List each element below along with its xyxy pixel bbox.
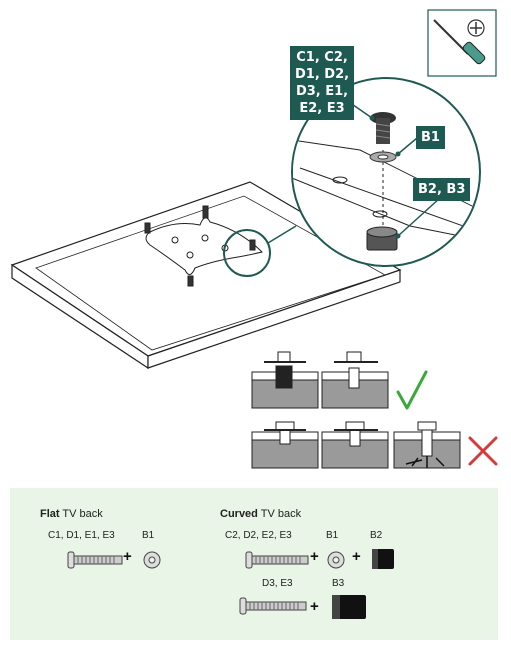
phillips-screwdriver-icon	[427, 9, 497, 77]
flat-screw-label: C1, D1, E1, E3	[48, 530, 115, 541]
check-icon	[396, 370, 428, 410]
incorrect-install-examples	[251, 421, 461, 469]
tv-mount-illustration	[10, 9, 498, 469]
flat-plus: +	[123, 548, 132, 565]
washer-part	[369, 151, 397, 163]
curved-row2-plus: +	[310, 598, 319, 615]
curved-row2-spacer-label: B3	[332, 578, 345, 589]
hardware-combinations-panel: Flat TV back C1, D1, E1, E3 B1 + Curved …	[10, 488, 498, 640]
curved-row1-screw-icon	[245, 551, 309, 569]
curved-row1-washer-icon	[327, 551, 345, 569]
flat-washer-icon	[143, 551, 161, 569]
curved-tv-heading: Curved TV back	[220, 508, 302, 520]
tv-back-panel	[10, 181, 402, 370]
curved-row1-spacer-icon	[372, 549, 394, 569]
cross-icon	[468, 436, 498, 466]
mount-bracket	[144, 205, 263, 287]
curved-row2-screw-label: D3, E3	[262, 578, 293, 589]
curved-row1-spacer-label: B2	[370, 530, 383, 541]
flat-washer-label: B1	[142, 530, 155, 541]
spacer-callout-tag: B2, B3	[413, 178, 471, 201]
curved-row1-plus-2: +	[352, 548, 361, 565]
correct-install-examples	[251, 351, 389, 409]
screw-part	[370, 112, 396, 144]
washer-callout-tag: B1	[416, 126, 445, 149]
screw-callout-tag: C1, C2, D1, D2, D3, E1, E2, E3	[290, 46, 355, 120]
flat-tv-heading: Flat TV back	[40, 508, 103, 520]
curved-row1-screw-label: C2, D2, E2, E3	[225, 530, 292, 541]
curved-row1-plus-1: +	[310, 548, 319, 565]
zoom-source-circle	[223, 229, 271, 277]
curved-row1-washer-label: B1	[326, 530, 339, 541]
zoom-detail	[291, 77, 481, 267]
curved-row2-spacer-icon	[332, 595, 366, 619]
flat-screw-icon	[67, 551, 123, 569]
curved-row2-screw-icon	[239, 597, 307, 615]
